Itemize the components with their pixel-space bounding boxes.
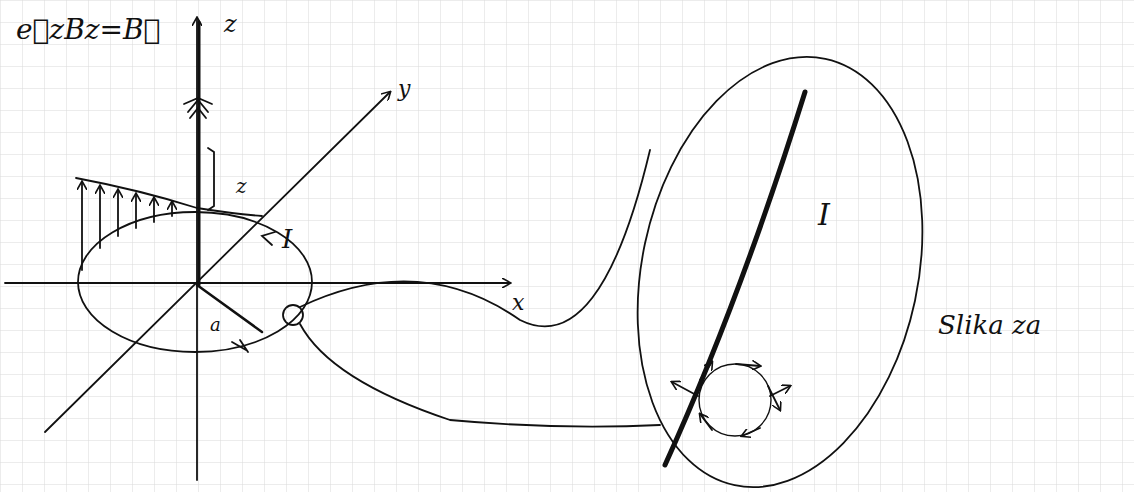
field-scribble [184,98,212,118]
axis-label: y [398,78,410,100]
axis-label: z [224,12,237,36]
field-tangent [700,362,712,380]
current-arrow [262,232,275,245]
field-tangent [736,364,760,366]
field-radial [672,382,698,396]
field-tangent [742,428,760,436]
zoom-marker [283,305,303,325]
current-loop [78,212,312,352]
field-vector [198,22,201,285]
radius-label: a [210,316,221,334]
field-arrow [81,182,83,270]
field-arrow [135,194,137,228]
field-arrow [171,202,173,216]
field-arrow [117,190,119,236]
field-circle [699,364,771,436]
axis-label: x [512,292,524,314]
radius-scribble [232,340,248,352]
field-formula: e⃗zBz=B⃗ [16,16,160,44]
field-radial [770,386,790,396]
field-profile [76,178,262,216]
zoom-view [600,30,961,492]
y-axis [45,92,390,432]
height-label: z [236,176,247,196]
field-arrow [99,186,101,248]
current-label: I [282,226,292,252]
current-label: I [818,200,830,230]
zoom-leader [300,150,650,326]
field-tangent [768,386,780,410]
zoom-leader [300,324,660,427]
note-text: Slika za [938,312,1041,338]
height-bracket [208,148,214,210]
wire [665,92,805,465]
field-tangent [700,414,712,430]
radius-line [197,285,262,332]
field-arrow [153,198,155,222]
